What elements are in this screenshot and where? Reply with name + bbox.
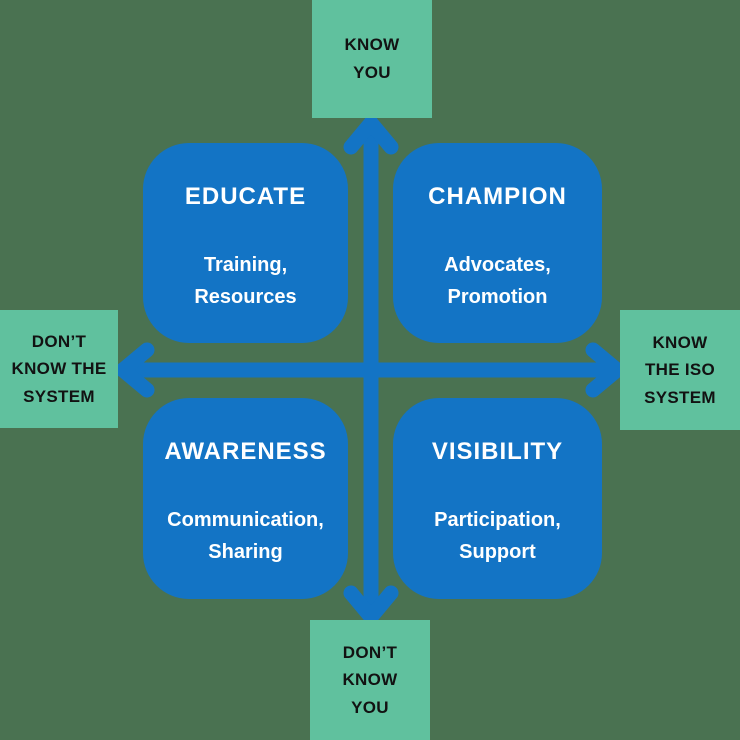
quadrant-title: CHAMPION [428,183,567,210]
subtitle-line: Sharing [208,541,283,563]
quadrant-title: EDUCATE [184,183,307,210]
tile-line: DON’T [342,642,398,662]
subtitle-line: Promotion [447,286,548,308]
tile-line: DON’T [31,331,87,351]
quadrant-educate: EDUCATE Training, Resources [143,143,348,343]
tile-line: SYSTEM [23,386,95,406]
axis-label-know-you: KNOW YOU [312,0,432,118]
axis-label-dont-know-the-system: DON’T KNOW THE SYSTEM [0,310,118,428]
subtitle-line: Resources [194,286,297,308]
subtitle-line: Training, [203,254,288,276]
subtitle-line: Communication, [167,509,324,531]
quadrant-visibility: VISIBILITY Participation, Support [393,398,602,599]
tile-line: YOU [353,63,391,82]
axis-label-know-the-iso-system: KNOW THE ISO SYSTEM [620,310,740,430]
quadrant-subtitle: Communication, Sharing [167,504,324,568]
arrow-head-up-icon [343,115,399,155]
quadrant-awareness: AWARENESS Communication, Sharing [143,398,348,599]
tile-line: SYSTEM [644,387,716,407]
subtitle-line: Advocates, [444,254,551,276]
tile-line: YOU [351,697,389,717]
quadrant-subtitle: Training, Resources [194,249,296,313]
subtitle-line: Participation, [434,509,561,531]
tile-line: KNOW [342,670,398,690]
axis-label-dont-know-you: DON’T KNOW YOU [310,620,430,740]
quadrant-title: AWARENESS [164,438,327,465]
tile-line: KNOW [652,332,708,352]
arrow-head-down-icon [343,585,399,625]
quadrant-subtitle: Participation, Support [434,504,561,568]
tile-line: KNOW [344,35,400,55]
quadrant-subtitle: Advocates, Promotion [444,249,551,313]
subtitle-line: Support [459,541,536,563]
arrow-head-right-icon [585,342,625,398]
tile-line: THE ISO [644,360,716,380]
arrow-head-left-icon [115,342,155,398]
quadrant-title: VISIBILITY [431,438,564,465]
quadrant-champion: CHAMPION Advocates, Promotion [393,143,602,343]
tile-line: KNOW THE [11,359,107,379]
